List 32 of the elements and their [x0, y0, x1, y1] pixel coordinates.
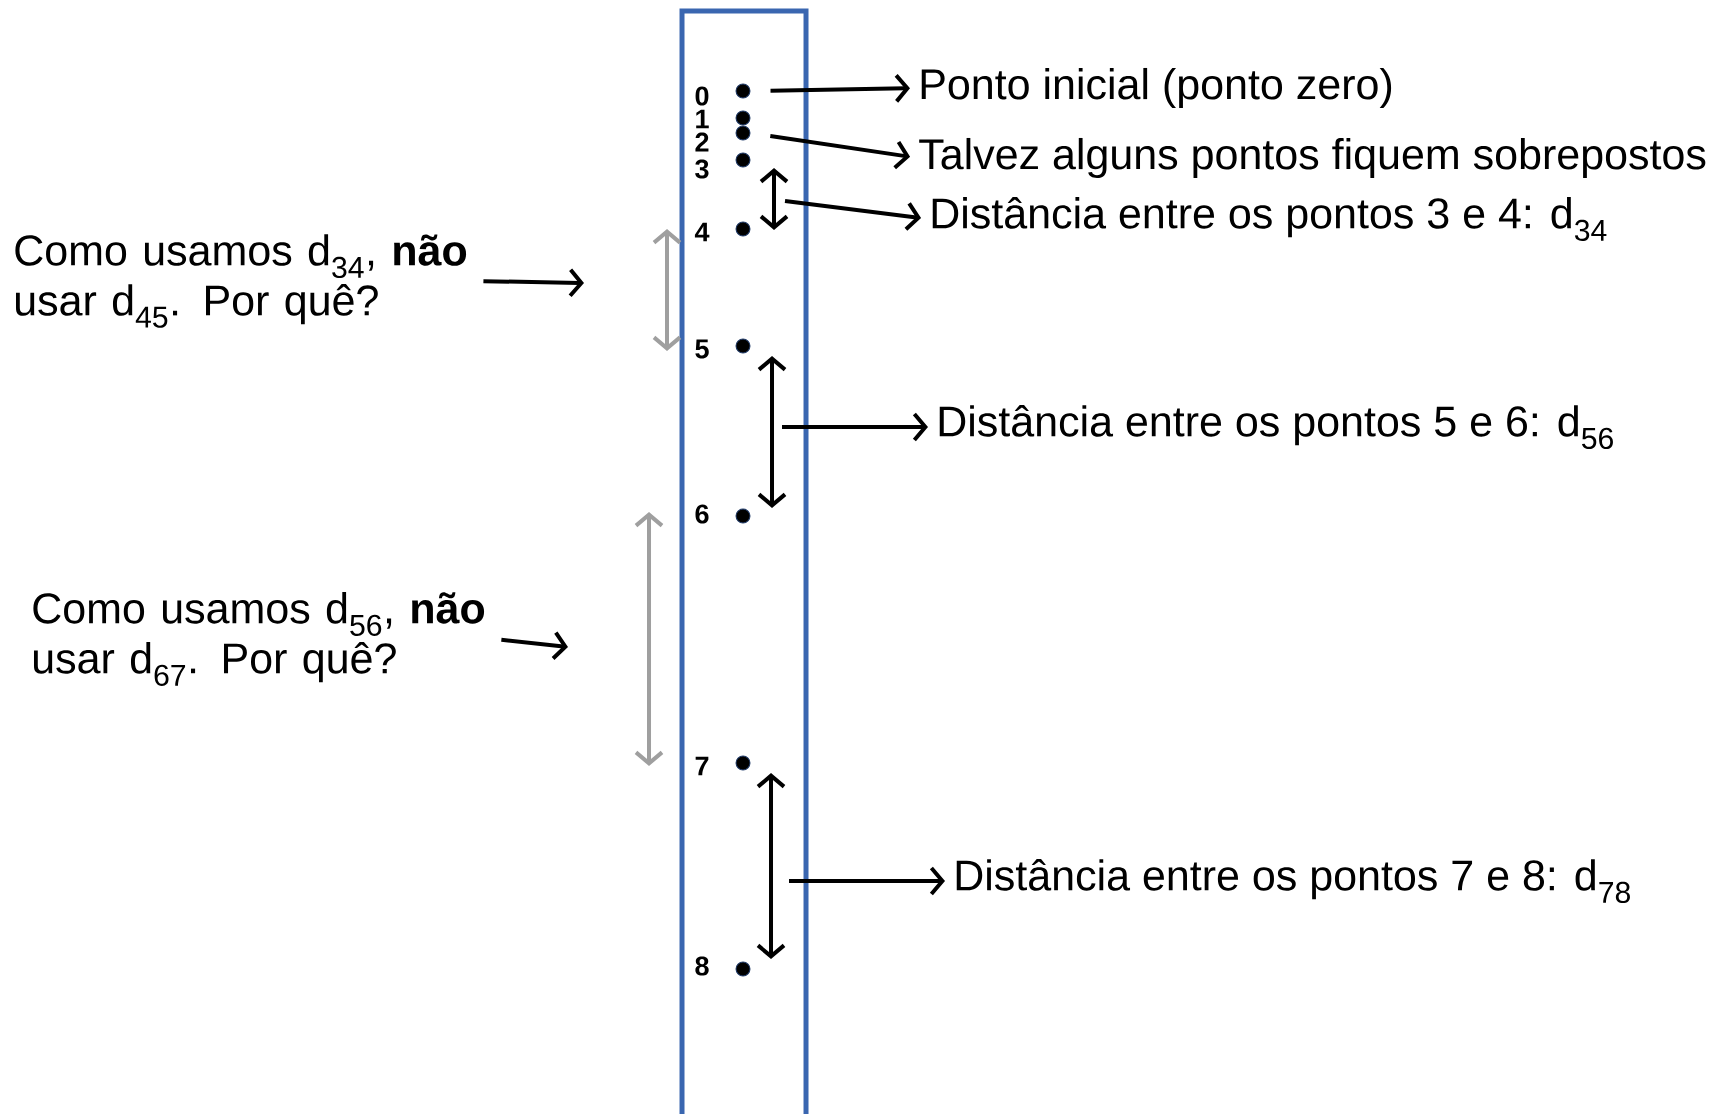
- note-text: Distância entre os pontos 5 e 6: d$_{56}$: [939, 405, 1613, 450]
- point-number: 3: [695, 159, 709, 179]
- point-dot: [735, 755, 751, 771]
- arrow: [784, 199, 922, 231]
- note-text: Distância entre os pontos 7 e 8: d$_{78}$: [956, 859, 1630, 904]
- point-dot: [735, 961, 751, 977]
- arrow: [501, 631, 568, 660]
- note-text: Ponto inicial (ponto zero): [921, 67, 1392, 109]
- point-dot: [735, 221, 751, 237]
- arrow: [770, 134, 911, 170]
- note-text: Como usamos d$_{56}$, não usar d$_{67}$. Por quê?: [33, 592, 485, 686]
- point-dot: [735, 152, 751, 168]
- point-number: 8: [695, 956, 709, 976]
- arrow: [770, 74, 910, 103]
- note-text: Distância entre os pontos 3 e 4: d$_{34}$: [932, 197, 1607, 242]
- point-dot: [735, 508, 751, 524]
- point-number: 5: [695, 339, 709, 359]
- point-dot: [735, 110, 751, 126]
- point-number: 0: [695, 86, 709, 106]
- point-number: 1: [696, 109, 709, 129]
- note-text: Talvez alguns pontos fiquem sobrepostos: [919, 137, 1706, 179]
- arrow: [782, 412, 928, 442]
- point-number: 4: [694, 222, 710, 242]
- point-dot: [735, 83, 751, 99]
- arrow: [483, 268, 584, 298]
- point-number: 2: [695, 132, 709, 152]
- point-dot: [735, 125, 751, 141]
- arrow: [789, 866, 945, 896]
- note-text: Como usamos d$_{34}$, não usar d$_{45}$. Por quê?: [15, 234, 467, 328]
- point-dot: [735, 338, 751, 354]
- point-number: 7: [695, 756, 709, 776]
- point-number: 6: [695, 504, 709, 524]
